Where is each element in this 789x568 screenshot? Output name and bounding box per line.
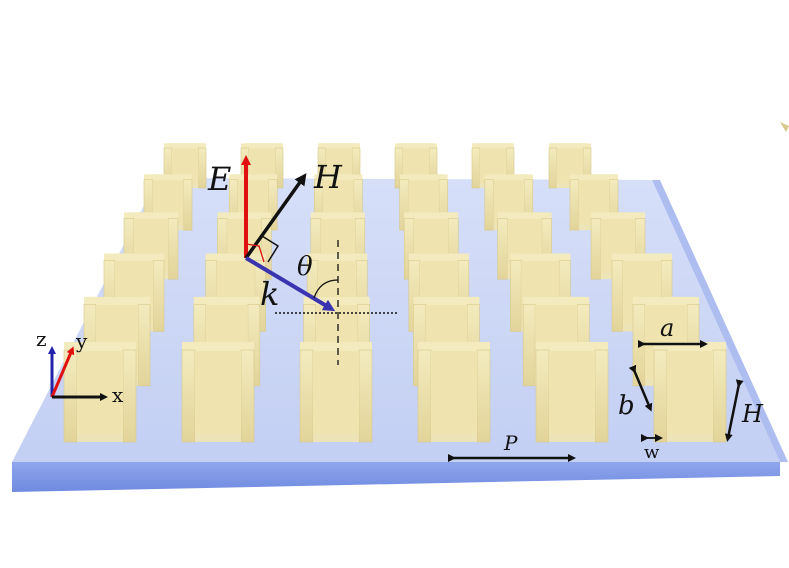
- z-axis-label: z: [36, 327, 47, 351]
- right-angle-marker-red: [245, 243, 265, 263]
- u-resonator: [299, 341, 373, 443]
- b-label: b: [618, 391, 635, 421]
- b-dimension-arrow: [628, 364, 653, 412]
- u-resonator: [181, 341, 255, 443]
- k-label: k: [260, 275, 279, 313]
- H-height-label: H: [741, 400, 764, 428]
- substrate-side-face: [652, 180, 788, 462]
- u-resonator: [653, 341, 727, 443]
- theta-arc: [313, 279, 339, 299]
- theta-label: θ: [297, 252, 313, 282]
- substrate-front-face: [12, 462, 780, 492]
- E-label: E: [207, 160, 231, 198]
- u-resonator: [63, 341, 137, 443]
- coordinate-axes: z y x: [36, 327, 124, 407]
- H-height-dimension-arrow: [724, 379, 744, 442]
- H-field-arrow: [244, 173, 307, 260]
- right-angle-marker-black: [261, 235, 280, 263]
- u-resonator: [548, 143, 592, 189]
- w-label: w: [644, 442, 660, 463]
- y-axis: [50, 346, 75, 398]
- u-resonator: [417, 341, 491, 443]
- u-resonator: [535, 341, 609, 443]
- P-label: P: [503, 431, 518, 455]
- u-resonator: [510, 253, 571, 332]
- y-axis-label: y: [75, 329, 88, 353]
- corner-mark: [780, 122, 789, 132]
- H-field-label: H: [313, 158, 343, 196]
- x-axis-label: x: [112, 383, 124, 407]
- k-vector-arrow: [244, 256, 336, 312]
- a-label: a: [660, 314, 674, 342]
